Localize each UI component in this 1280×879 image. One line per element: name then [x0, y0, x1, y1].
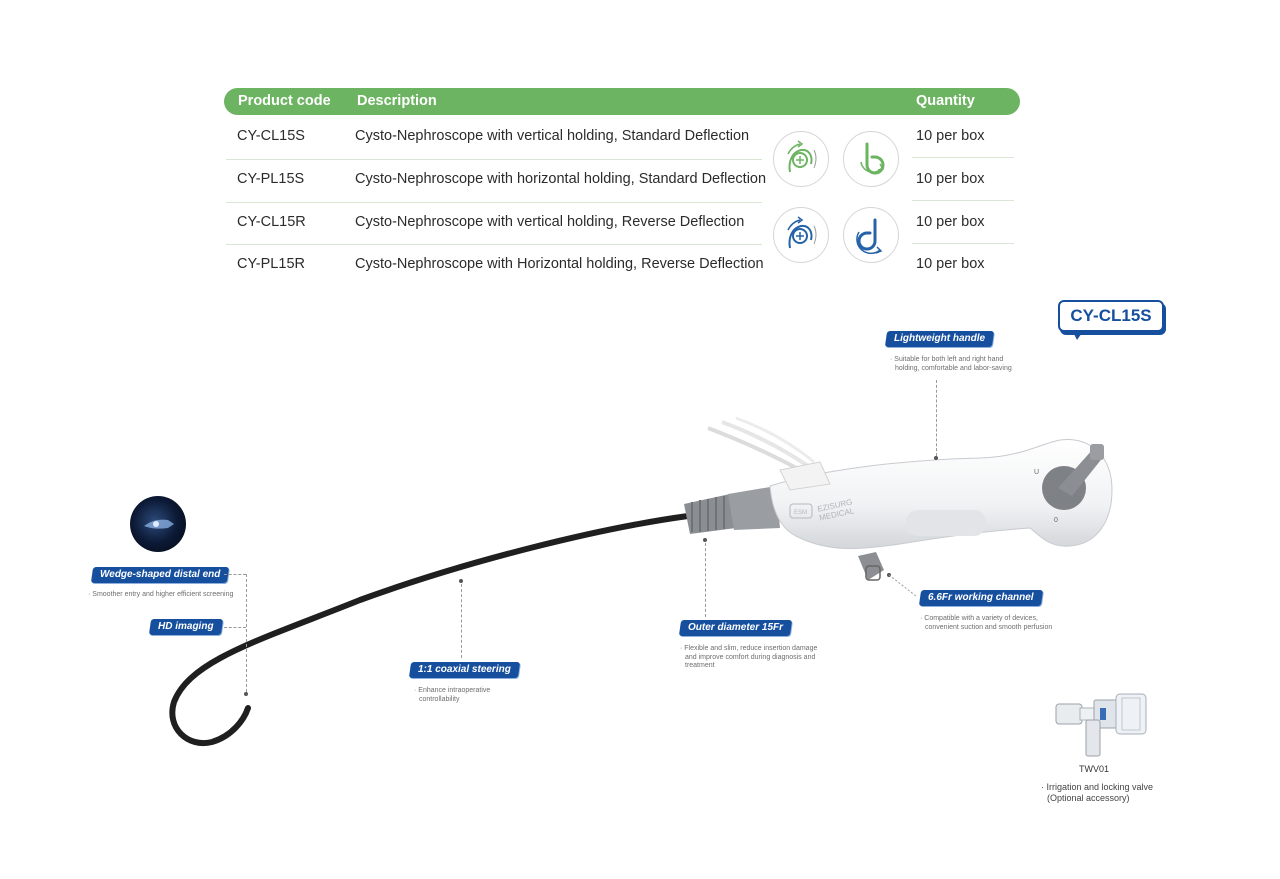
row-quantity: 10 per box: [916, 171, 985, 187]
distal-leader-line: [224, 574, 246, 575]
steering-callout-tag: 1:1 coaxial steering: [408, 662, 520, 678]
row-code: CY-PL15S: [237, 171, 305, 187]
row-divider: [226, 202, 762, 203]
svg-text:0: 0: [1054, 517, 1058, 524]
row-quantity: 10 per box: [916, 128, 985, 144]
distal-callout-desc: · Smoother entry and higher efficient sc…: [88, 591, 234, 598]
reverse-deflection-icon: [843, 207, 899, 263]
svg-text:ESM: ESM: [794, 510, 807, 516]
header-description: Description: [357, 93, 437, 109]
distal-end-image: [130, 496, 186, 552]
channel-callout-desc: · Compatible with a variety of devices, …: [920, 615, 1053, 631]
row-divider: [912, 200, 1014, 201]
row-description: Cysto-Nephroscope with vertical holding,…: [355, 128, 750, 144]
header-quantity: Quantity: [916, 93, 975, 109]
header-product-code: Product code: [238, 93, 331, 109]
handle-callout-desc: · Suitable for both left and right hand …: [890, 356, 1012, 372]
accessory-code: TWV01: [1079, 764, 1110, 774]
accessory-desc: · Irrigation and locking valve (Optional…: [1041, 782, 1154, 803]
steering-leader-line: [461, 584, 462, 658]
leader-dot: [934, 456, 938, 460]
leader-dot: [459, 579, 463, 583]
row-divider: [912, 157, 1014, 158]
channel-leader-line: [887, 573, 917, 597]
row-quantity: 10 per box: [916, 256, 985, 272]
outer-leader-line: [705, 543, 706, 617]
svg-text:U: U: [1034, 469, 1039, 476]
outer-callout-desc: · Flexible and slim, reduce insertion da…: [680, 645, 818, 669]
row-code: CY-CL15S: [237, 128, 305, 144]
standard-deflection-icon: [843, 131, 899, 187]
row-description: Cysto-Nephroscope with Horizontal holdin…: [355, 256, 764, 272]
row-divider: [226, 159, 762, 160]
steering-callout-desc: · Enhance intraoperative controllability: [414, 687, 491, 703]
leader-dot: [703, 538, 707, 542]
row-divider: [912, 243, 1014, 244]
row-code: CY-CL15R: [237, 214, 306, 230]
channel-callout-tag: 6.6Fr working channel: [918, 590, 1043, 606]
row-code: CY-PL15R: [237, 256, 305, 272]
distal-leader-line-vertical: [246, 574, 247, 692]
row-divider: [226, 244, 762, 245]
imaging-leader-line: [224, 627, 246, 628]
handle-callout-tag: Lightweight handle: [884, 331, 995, 347]
badge-pointer: [1072, 330, 1084, 340]
vertical-hold-reverse-icon: [773, 207, 829, 263]
handle-leader-line: [936, 380, 937, 456]
imaging-callout-tag: HD imaging: [148, 619, 223, 635]
distal-callout-tag: Wedge-shaped distal end: [90, 567, 230, 583]
leader-dot: [244, 692, 248, 696]
row-quantity: 10 per box: [916, 214, 985, 230]
table-header: Product code Description Quantity: [224, 88, 1020, 115]
twv01-valve-image: [1055, 693, 1147, 757]
model-badge: CY-CL15S: [1058, 300, 1164, 332]
row-description: Cysto-Nephroscope with horizontal holdin…: [355, 171, 767, 187]
vertical-hold-standard-icon: [773, 131, 829, 187]
outer-callout-tag: Outer diameter 15Fr: [678, 620, 793, 636]
row-description: Cysto-Nephroscope with vertical holding,…: [355, 214, 745, 230]
